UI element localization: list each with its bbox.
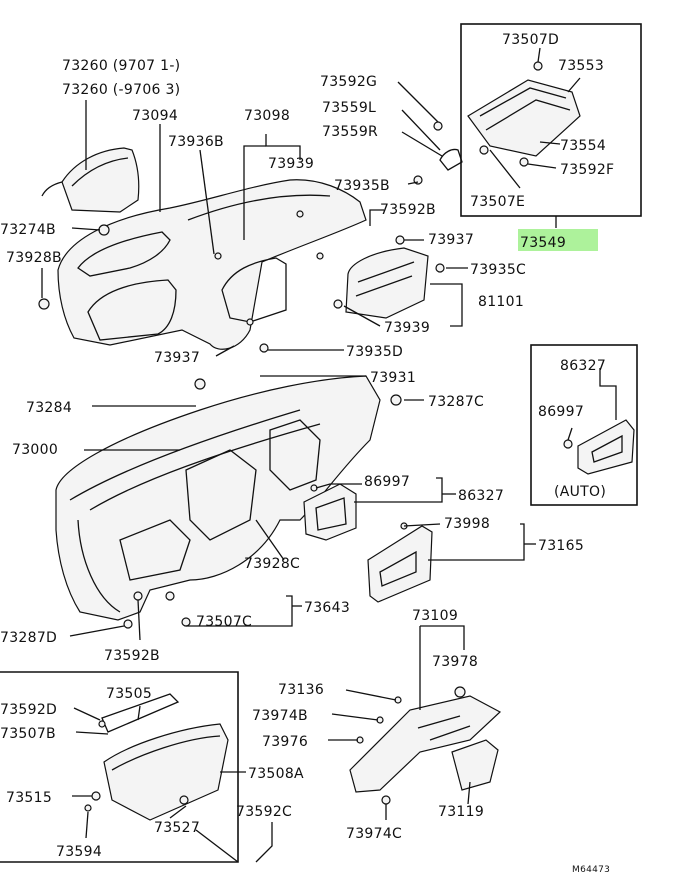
cover-panel-part bbox=[367, 525, 433, 603]
label-73507c: 73507C bbox=[196, 614, 252, 630]
label-73974b: 73974B bbox=[252, 708, 308, 724]
label-73098: 73098 bbox=[244, 108, 290, 124]
label-73109: 73109 bbox=[412, 608, 458, 624]
glove-box-part bbox=[101, 693, 229, 821]
main-panel-part bbox=[55, 375, 381, 621]
label-73998: 73998 bbox=[444, 516, 490, 532]
label-73284: 73284 bbox=[26, 400, 72, 416]
auto-switch-part bbox=[577, 419, 635, 475]
label-73527: 73527 bbox=[154, 820, 200, 836]
part-labels: 73260 (9707 1-) 73260 (-9706 3) 73094 73… bbox=[0, 32, 614, 873]
label-73594: 73594 bbox=[56, 844, 102, 860]
label-73559r: 73559R bbox=[322, 124, 378, 140]
glovebox-group-box bbox=[0, 671, 239, 863]
label-73643: 73643 bbox=[304, 600, 350, 616]
label-73508a: 73508A bbox=[248, 766, 304, 782]
label-73507e: 73507E bbox=[470, 194, 525, 210]
label-73507b: 73507B bbox=[0, 726, 56, 742]
label-86327: 86327 bbox=[458, 488, 504, 504]
under-cover-part bbox=[349, 695, 502, 793]
label-86997: 86997 bbox=[364, 474, 410, 490]
box-73119-part bbox=[451, 739, 499, 791]
label-73592g: 73592G bbox=[320, 74, 377, 90]
label-73592b-low: 73592B bbox=[104, 648, 160, 664]
label-73935d: 73935D bbox=[346, 344, 403, 360]
label-73928c: 73928C bbox=[244, 556, 300, 572]
label-73507d: 73507D bbox=[502, 32, 559, 48]
label-73592c: 73592C bbox=[236, 804, 292, 820]
label-73559l: 73559L bbox=[322, 100, 376, 116]
label-73978: 73978 bbox=[432, 654, 478, 670]
label-73554: 73554 bbox=[560, 138, 606, 154]
label-73260-b: 73260 (-9706 3) bbox=[62, 82, 180, 98]
label-73939-top: 73939 bbox=[268, 156, 314, 172]
label-73592f: 73592F bbox=[560, 162, 614, 178]
label-73939-mid: 73939 bbox=[384, 320, 430, 336]
label-73260-a: 73260 (9707 1-) bbox=[62, 58, 180, 74]
label-73974c: 73974C bbox=[346, 826, 402, 842]
label-73549: 73549 bbox=[520, 235, 566, 251]
label-73592d: 73592D bbox=[0, 702, 57, 718]
label-73287c: 73287C bbox=[428, 394, 484, 410]
label-73287d: 73287D bbox=[0, 630, 57, 646]
label-73937-left: 73937 bbox=[154, 350, 200, 366]
label-86997-box: 86997 bbox=[538, 404, 584, 420]
label-73553: 73553 bbox=[558, 58, 604, 74]
figure-code: M64473 bbox=[572, 865, 610, 873]
label-73000: 73000 bbox=[12, 442, 58, 458]
label-73928b: 73928B bbox=[6, 250, 62, 266]
airbag-group-box bbox=[460, 23, 642, 217]
label-73094: 73094 bbox=[132, 108, 178, 124]
label-73274b: 73274B bbox=[0, 222, 56, 238]
label-73935c: 73935C bbox=[470, 262, 526, 278]
label-86327-box: 86327 bbox=[560, 358, 606, 374]
highlight-73549 bbox=[518, 229, 598, 251]
label-73976: 73976 bbox=[262, 734, 308, 750]
leader-lines bbox=[41, 47, 617, 863]
label-auto: (AUTO) bbox=[554, 484, 606, 500]
airbag-assembly-part bbox=[439, 79, 581, 171]
label-73931: 73931 bbox=[370, 370, 416, 386]
side-vent-part bbox=[345, 247, 429, 319]
label-73937-right: 73937 bbox=[428, 232, 474, 248]
upper-panel-part bbox=[57, 179, 367, 350]
label-73136: 73136 bbox=[278, 682, 324, 698]
label-73515: 73515 bbox=[6, 790, 52, 806]
label-73505: 73505 bbox=[106, 686, 152, 702]
label-73119: 73119 bbox=[438, 804, 484, 820]
auto-switch-box bbox=[530, 344, 638, 506]
label-73165: 73165 bbox=[538, 538, 584, 554]
label-73592b-top: 73592B bbox=[380, 202, 436, 218]
label-73935b: 73935B bbox=[334, 178, 390, 194]
label-81101: 81101 bbox=[478, 294, 524, 310]
meter-hood-part bbox=[41, 147, 140, 213]
label-73936b: 73936B bbox=[168, 134, 224, 150]
